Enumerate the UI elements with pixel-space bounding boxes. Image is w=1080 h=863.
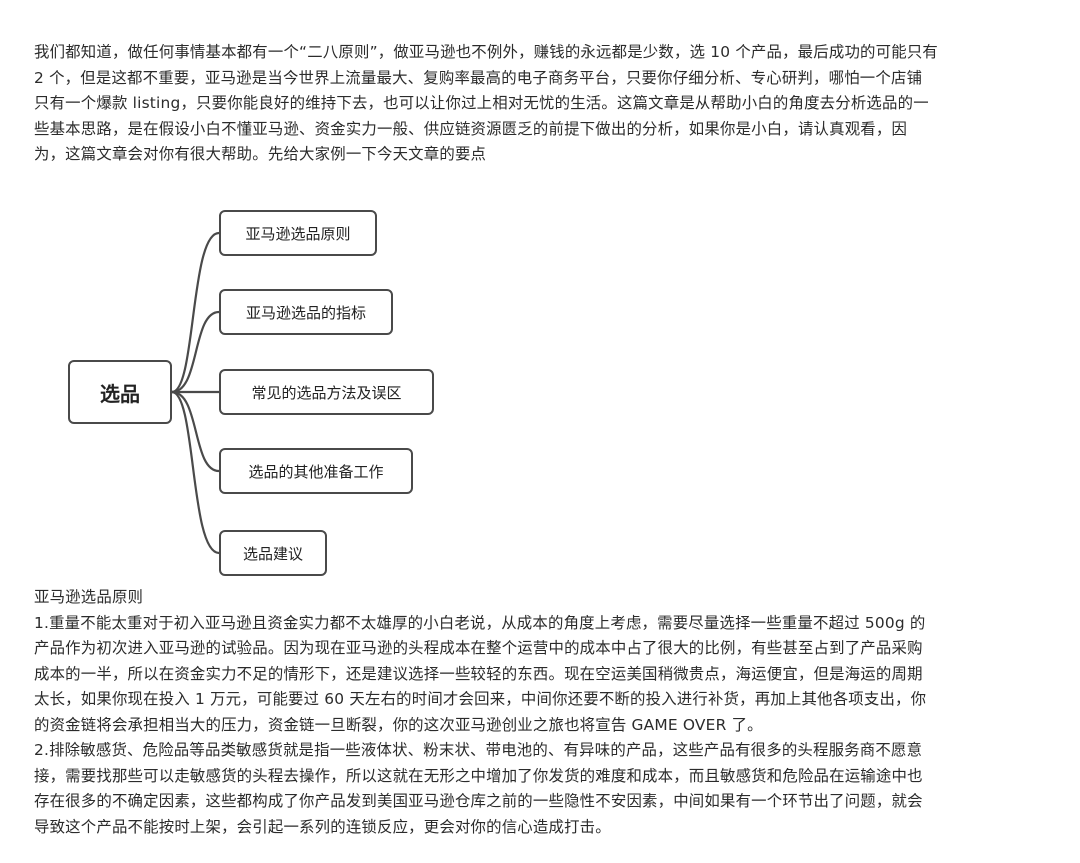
connector-line [171,231,220,394]
connector-line [171,310,220,394]
connector-line [171,390,220,473]
section-line: 产品作为初次进入亚马逊的试验品。因为现在亚马逊的头程成本在整个运营中的成本中占了… [34,639,923,657]
connector-line [171,390,220,555]
mind-map-branch-node: 常见的选品方法及误区 [219,369,434,415]
section-line: 存在很多的不确定因素，这些都构成了你产品发到美国亚马逊仓库之前的一些隐性不安因素… [34,792,923,810]
mind-map-center-node: 选品 [68,360,172,424]
section-line: 的资金链将会承担相当大的压力，资金链一旦断裂，你的这次亚马逊创业之旅也将宣告 G… [34,715,763,734]
section-line: 接，需要找那些可以走敏感货的头程去操作，所以这就在无形之中增加了你发货的难度和成… [34,766,923,785]
section-heading: 亚马逊选品原则 [34,588,144,606]
mind-map-branch-node: 选品的其他准备工作 [219,448,413,494]
intro-line: 只有一个爆款 listing，只要你能良好的维持下去，也可以让你过上相对无忧的生… [34,94,929,112]
intro-line: 2 个，但是这都不重要，亚马逊是当今世界上流量最大、复购率最高的电子商务平台，只… [34,68,923,87]
section-content: 亚马逊选品原则 1.重量不能太重对于初入亚马逊且资金实力都不太雄厚的小白老说，从… [34,585,1046,840]
intro-line: 些基本思路，是在假设小白不懂亚马逊、资金实力一般、供应链资源匮乏的前提下做出的分… [34,119,908,138]
mind-map-branch-node: 亚马逊选品原则 [219,210,377,256]
intro-line: 我们都知道，做任何事情基本都有一个“二八原则”，做亚马逊也不例外，赚钱的永远都是… [34,43,939,61]
section-line: 太长，如果你现在投入 1 万元，可能要过 60 天左右的时间才会回来，中间你还要… [34,690,927,708]
intro-paragraph: 我们都知道，做任何事情基本都有一个“二八原则”，做亚马逊也不例外，赚钱的永远都是… [34,40,1046,168]
section-line: 成本的一半，所以在资金实力不足的情形下，还是建议选择一些较轻的东西。现在空运美国… [34,664,923,683]
mind-map-branch-node: 亚马逊选品的指标 [219,289,393,335]
mind-map-branch-node: 选品建议 [219,530,327,576]
section-line: 2.排除敏感货、危险品等品类敏感货就是指一些液体状、粉末状、带电池的、有异味的产… [34,741,923,759]
section-line: 1.重量不能太重对于初入亚马逊且资金实力都不太雄厚的小白老说，从成本的角度上考虑… [34,613,926,632]
section-line: 导致这个产品不能按时上架，会引起一系列的连锁反应，更会对你的信心造成打击。 [34,817,611,836]
intro-line: 为，这篇文章会对你有很大帮助。先给大家例一下今天文章的要点 [34,145,487,163]
